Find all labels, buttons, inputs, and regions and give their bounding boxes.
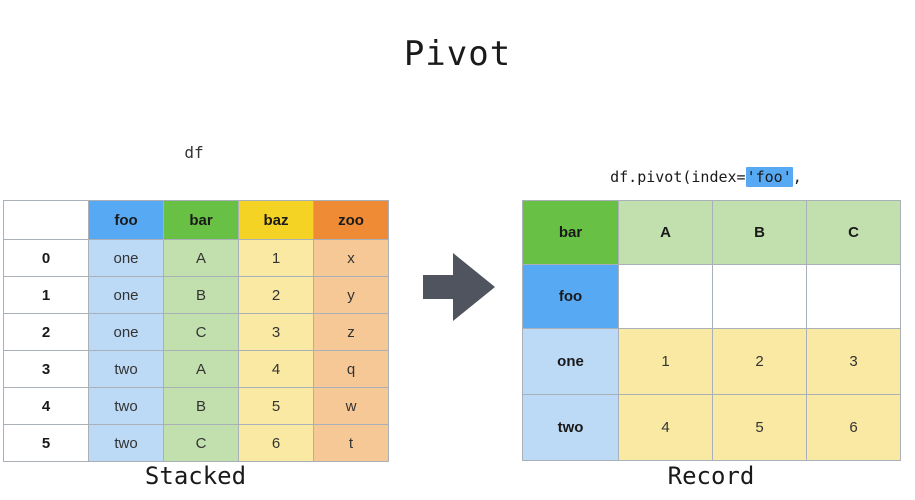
- code-line-1-suffix: ,: [792, 168, 802, 186]
- column-header-c: C: [806, 200, 901, 265]
- table-row: 5 two C 6 t: [3, 424, 389, 462]
- blank-cell: [618, 264, 713, 329]
- cell-bar: C: [163, 313, 239, 351]
- code-line-1-prefix: df.pivot(index=: [610, 168, 746, 186]
- cell-zoo: q: [313, 350, 389, 388]
- stacked-caption: Stacked: [144, 462, 247, 490]
- column-axis-name-bar: bar: [522, 200, 619, 265]
- row-index: 1: [3, 276, 89, 314]
- table-row: two 4 5 6: [522, 394, 901, 461]
- cell-foo: one: [88, 276, 164, 314]
- row-index-two: two: [522, 394, 619, 461]
- cell-value: 6: [806, 394, 901, 461]
- right-arrow-icon: [423, 253, 495, 321]
- table-row: 2 one C 3 z: [3, 313, 389, 351]
- cell-bar: B: [163, 387, 239, 425]
- cell-foo: two: [88, 387, 164, 425]
- table-row: 1 one B 2 y: [3, 276, 389, 314]
- stacked-dataframe-table: foo bar baz zoo 0 one A 1 x 1 one B 2 y …: [3, 200, 389, 462]
- cell-bar: B: [163, 276, 239, 314]
- table-row: 4 two B 5 w: [3, 387, 389, 425]
- cell-zoo: y: [313, 276, 389, 314]
- cell-baz: 6: [238, 424, 314, 462]
- cell-zoo: z: [313, 313, 389, 351]
- code-line-1: df.pivot(index='foo',: [574, 146, 820, 209]
- cell-foo: one: [88, 313, 164, 351]
- record-caption: Record: [667, 462, 755, 490]
- cell-value: 1: [618, 328, 713, 395]
- cell-value: 2: [712, 328, 807, 395]
- row-index: 2: [3, 313, 89, 351]
- row-index: 5: [3, 424, 89, 462]
- code-arg-index: 'foo': [745, 167, 793, 187]
- cell-zoo: x: [313, 239, 389, 277]
- row-index: 3: [3, 350, 89, 388]
- column-header-a: A: [618, 200, 713, 265]
- record-pivot-table: bar A B C foo one 1 2 3 two 4 5 6: [522, 200, 901, 461]
- cell-value: 3: [806, 328, 901, 395]
- cell-baz: 5: [238, 387, 314, 425]
- table-row: one 1 2 3: [522, 328, 901, 395]
- cell-value: 4: [618, 394, 713, 461]
- cell-foo: two: [88, 424, 164, 462]
- cell-foo: one: [88, 239, 164, 277]
- column-header-zoo: zoo: [313, 200, 389, 240]
- stacked-index-header: [3, 200, 89, 240]
- table-row: 3 two A 4 q: [3, 350, 389, 388]
- blank-cell: [806, 264, 901, 329]
- cell-baz: 3: [238, 313, 314, 351]
- cell-zoo: w: [313, 387, 389, 425]
- cell-value: 5: [712, 394, 807, 461]
- index-axis-name-foo: foo: [522, 264, 619, 329]
- blank-cell: [712, 264, 807, 329]
- cell-foo: two: [88, 350, 164, 388]
- row-index: 4: [3, 387, 89, 425]
- column-header-baz: baz: [238, 200, 314, 240]
- row-index-one: one: [522, 328, 619, 395]
- cell-baz: 4: [238, 350, 314, 388]
- table-row: 0 one A 1 x: [3, 239, 389, 277]
- table-header-row-foo: foo: [522, 264, 901, 329]
- column-header-bar: bar: [163, 200, 239, 240]
- dataframe-label: df: [184, 143, 204, 162]
- cell-baz: 1: [238, 239, 314, 277]
- cell-bar: A: [163, 239, 239, 277]
- column-header-b: B: [712, 200, 807, 265]
- column-header-foo: foo: [88, 200, 164, 240]
- cell-bar: A: [163, 350, 239, 388]
- table-header-row: foo bar baz zoo: [3, 200, 389, 240]
- cell-baz: 2: [238, 276, 314, 314]
- row-index: 0: [3, 239, 89, 277]
- table-header-row-bar: bar A B C: [522, 200, 901, 265]
- page-title: Pivot: [403, 34, 512, 74]
- cell-bar: C: [163, 424, 239, 462]
- cell-zoo: t: [313, 424, 389, 462]
